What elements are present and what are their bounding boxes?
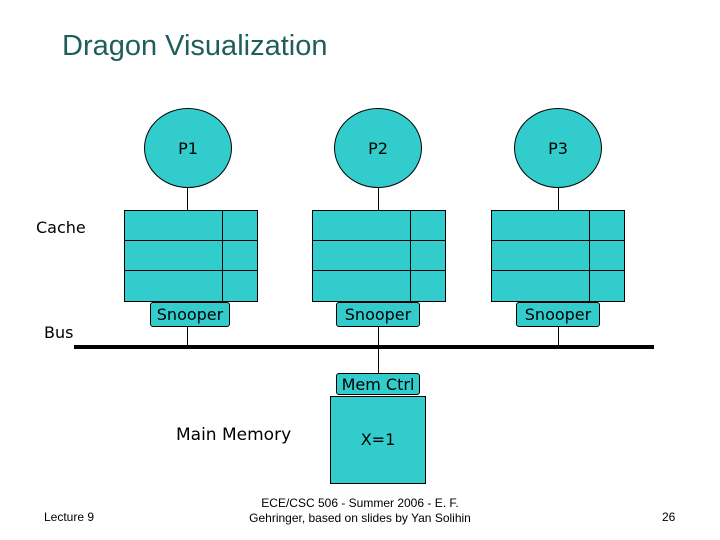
processor-p3-node xyxy=(514,108,602,188)
slide-title: Dragon Visualization xyxy=(62,30,328,62)
processor-p1-label: P1 xyxy=(178,139,198,158)
cache-p2 xyxy=(312,210,446,302)
memory-controller: Mem Ctrl xyxy=(336,373,420,395)
cache-p3 xyxy=(491,210,625,302)
processor-p1-node xyxy=(144,108,232,188)
snooper-p3-bus-wire xyxy=(558,327,559,345)
memory-value: X=1 xyxy=(360,430,396,449)
processor-p3-label: P3 xyxy=(548,139,568,158)
footer-lecture: Lecture 9 xyxy=(44,510,95,524)
footer-course-line1: ECE/CSC 506 - Summer 2006 - E. F. xyxy=(261,496,459,510)
processor-p2-label: P2 xyxy=(368,139,388,158)
p1-cache-wire xyxy=(187,188,188,210)
p2-cache-wire xyxy=(378,188,379,210)
cache-p1 xyxy=(124,210,258,302)
p3-cache-wire xyxy=(558,188,559,210)
footer-course: ECE/CSC 506 - Summer 2006 - E. F. Gehrin… xyxy=(220,496,500,526)
snooper-p1: Snooper xyxy=(150,302,230,327)
footer-page-number: 26 xyxy=(662,510,676,524)
snooper-p3: Snooper xyxy=(516,302,600,327)
footer-course-line2: Gehringer, based on slides by Yan Solihi… xyxy=(249,511,471,525)
main-memory-label: Main Memory xyxy=(176,425,292,445)
bus-label: Bus xyxy=(44,323,74,342)
snooper-p2: Snooper xyxy=(336,302,420,327)
cache-label: Cache xyxy=(36,218,86,237)
main-memory-block xyxy=(330,396,426,484)
snooper-p1-bus-wire xyxy=(187,327,188,345)
snooper-p2-bus-wire xyxy=(378,327,379,345)
system-bus xyxy=(74,345,654,349)
bus-memctrl-wire xyxy=(378,349,379,373)
processor-p2-node xyxy=(334,108,422,188)
